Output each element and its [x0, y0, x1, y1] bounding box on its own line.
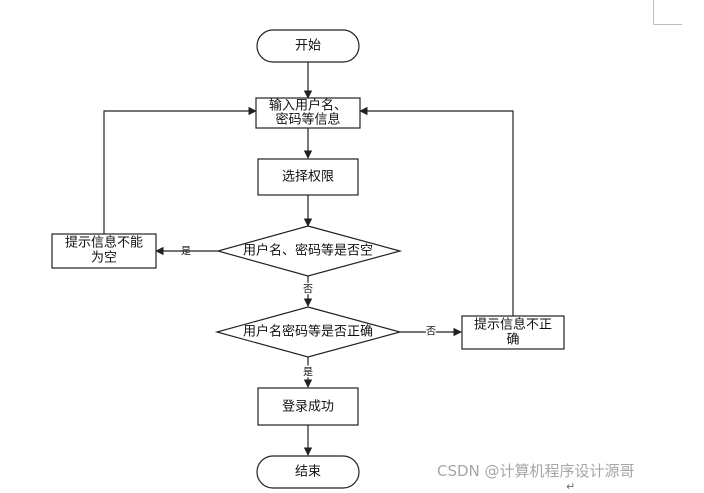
check-correct-label: 用户名密码等是否正确 — [243, 324, 373, 340]
input-node: 输入用户名、 密码等信息 — [255, 97, 361, 129]
page-corner-mark — [653, 0, 682, 25]
empty-warning-line1: 提示信息不能 — [65, 235, 143, 251]
edge-label-correct-yes: 是 — [303, 367, 313, 379]
start-label: 开始 — [295, 39, 321, 54]
select-node: 选择权限 — [257, 158, 359, 196]
end-node: 结束 — [256, 455, 360, 489]
paragraph-return-mark: ↵ — [566, 480, 576, 493]
select-label: 选择权限 — [282, 169, 334, 185]
check-correct-decision: 用户名密码等是否正确 — [214, 306, 403, 358]
input-label-line2: 密码等信息 — [275, 112, 340, 128]
empty-warning-line2: 为空 — [91, 251, 117, 266]
edge-label-empty-yes: 是 — [181, 246, 191, 258]
success-node: 登录成功 — [257, 387, 359, 426]
wrong-warning-node: 提示信息不正 确 — [461, 315, 565, 350]
check-empty-decision: 用户名、密码等是否空 — [215, 225, 403, 277]
start-node: 开始 — [256, 29, 360, 63]
edge-wrong-loop-back — [359, 106, 514, 316]
wrong-warning-line2: 确 — [506, 333, 519, 348]
check-empty-label: 用户名、密码等是否空 — [243, 243, 373, 259]
empty-warning-node: 提示信息不能 为空 — [51, 233, 157, 269]
end-label: 结束 — [295, 465, 321, 480]
edge-empty-loop-back — [103, 106, 257, 234]
wrong-warning-line1: 提示信息不正 — [474, 317, 552, 333]
success-label: 登录成功 — [282, 400, 334, 415]
edges — [103, 62, 514, 456]
input-label-line1: 输入用户名、 — [269, 98, 347, 114]
edge-label-correct-no: 否 — [426, 326, 436, 338]
csdn-watermark: CSDN @计算机程序设计源哥 — [437, 462, 635, 480]
edge-label-empty-no: 否 — [303, 284, 313, 296]
